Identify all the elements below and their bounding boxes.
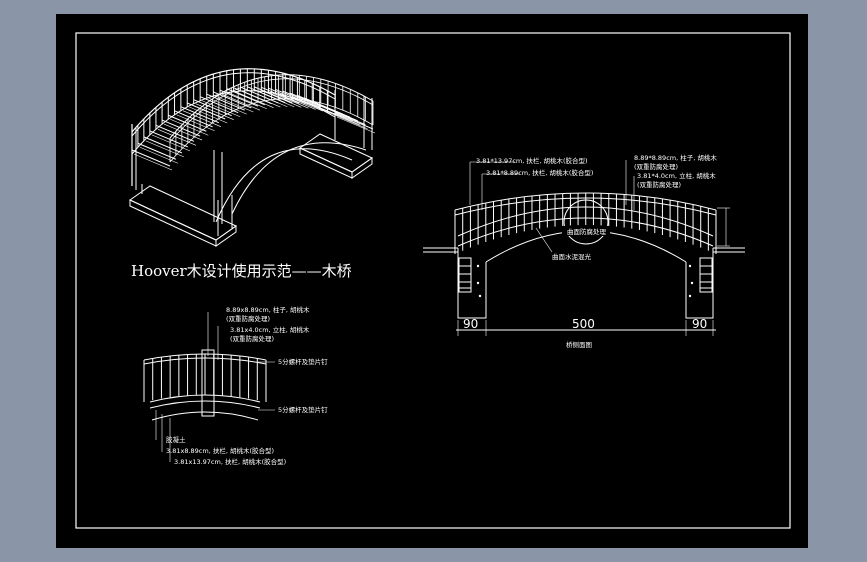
note-right-4: (双重防腐处理)	[637, 180, 681, 189]
detail-note-top-2: (双重防腐处理)	[226, 314, 270, 323]
railing-detail-view: 8.89x8.89cm, 柱子, 胡桃木 (双重防腐处理) 3.81x4.0cm…	[143, 305, 328, 466]
deck-plank	[254, 86, 293, 104]
iso-arch-underside	[215, 148, 353, 223]
detail-note-bottom-2: 3.81x8.89cm, 扶栏, 胡桃木(胶合型)	[166, 446, 274, 455]
iso-footing-left	[129, 184, 237, 247]
detail-arch	[151, 411, 259, 421]
abutment-studs	[476, 264, 694, 298]
center-label: 曲面防腐处理	[567, 227, 607, 236]
iso-rail	[131, 72, 336, 137]
detail-note-top-4: (双重防腐处理)	[230, 334, 274, 343]
deck-plank	[137, 142, 177, 160]
detail-note-top-1: 8.89x8.89cm, 柱子, 胡桃木	[226, 305, 310, 314]
deck-plank	[319, 104, 358, 122]
deck-plank	[131, 149, 171, 167]
deck-plank-edge	[329, 112, 368, 129]
deck-plank-edge	[163, 123, 203, 141]
drawing-frame	[75, 32, 791, 529]
deck-plank-edge	[189, 106, 228, 124]
deck-plank-edge	[215, 95, 254, 113]
dim-left: 90	[463, 317, 478, 331]
note-right-3: 3.81*4.0cm, 立柱, 胡桃木	[637, 171, 716, 180]
iso-railings	[131, 68, 374, 224]
detail-deck	[149, 394, 261, 403]
detail-note-bottom-1: 胶凝土	[166, 435, 186, 444]
isometric-bridge-view	[129, 68, 376, 247]
deck-plank-edge	[221, 93, 261, 111]
deck-plank-edge	[133, 153, 173, 171]
deck-plank-edge	[235, 91, 274, 108]
deck-plank-edge	[202, 100, 241, 117]
iso-arch-underside-back	[231, 142, 367, 215]
iso-rail	[169, 74, 374, 139]
bottom-label: 曲面水泥混光	[552, 252, 592, 261]
detail-circle	[563, 199, 609, 245]
note-right-2: (双重防腐处理)	[634, 162, 678, 171]
deck-plank	[282, 90, 321, 108]
deck-plank	[289, 92, 329, 110]
bridge-elevation-view: 曲面防腐处理 曲面水泥混光 3.81*13.97cm, 扶栏, 胡桃木(胶合型)…	[423, 153, 745, 349]
deck-plank-edge	[314, 105, 353, 122]
deck-plank	[334, 112, 374, 130]
note-right-1: 8.89*8.89cm, 柱子, 胡桃木	[634, 153, 717, 162]
deck-plank-edge	[270, 91, 309, 109]
dim-center: 500	[572, 317, 595, 331]
abutment-left	[457, 248, 487, 319]
deck-plank-edge	[182, 110, 221, 127]
iso-rail	[131, 68, 336, 133]
deck-plank-edge	[321, 108, 360, 126]
note-left-2: 3.81*8.89cm, 扶栏, 胡桃木(胶合型)	[486, 168, 593, 177]
iso-rail	[169, 78, 374, 143]
deck-plank-edge	[249, 90, 288, 108]
deck-plank-edge	[336, 116, 376, 134]
deck-plank-edge	[263, 91, 302, 108]
deck-plank-edge	[176, 114, 215, 132]
deck-plank-edge	[228, 92, 267, 110]
deck-plank-edge	[256, 90, 295, 108]
iso-footing-right	[299, 133, 373, 179]
detail-balusters	[143, 349, 267, 417]
abutment-right	[685, 248, 714, 319]
detail-note-bottom-3: 3.81x13.97cm, 扶栏, 胡桃木(胶合型)	[174, 457, 286, 466]
deck-plank	[261, 86, 300, 104]
deck-plank-edge	[242, 90, 281, 108]
dim-right: 90	[692, 317, 707, 331]
drawing-title: Hoover木设计使用示范——木桥	[131, 262, 352, 280]
deck-plank-edge	[277, 93, 316, 110]
elevation-caption: 桥侧面图	[566, 340, 592, 349]
deck-plank-edge	[157, 129, 197, 146]
detail-label-right-2: 5分螺杆及垫片钉	[278, 405, 328, 414]
iso-deck	[131, 86, 376, 171]
deck-plank-edge	[151, 134, 190, 152]
drawing-sheet	[56, 14, 808, 548]
deck-plank-edge	[145, 140, 184, 158]
note-left-1: 3.81*13.97cm, 扶栏, 胡桃木(胶合型)	[476, 156, 588, 165]
deck-plank-edge	[170, 118, 209, 136]
deck-plank	[327, 108, 366, 126]
detail-label-right-1: 5分螺杆及垫片钉	[278, 357, 328, 366]
balusters	[454, 193, 717, 254]
detail-note-top-3: 3.81x4.0cm, 立柱, 胡桃木	[230, 325, 310, 334]
